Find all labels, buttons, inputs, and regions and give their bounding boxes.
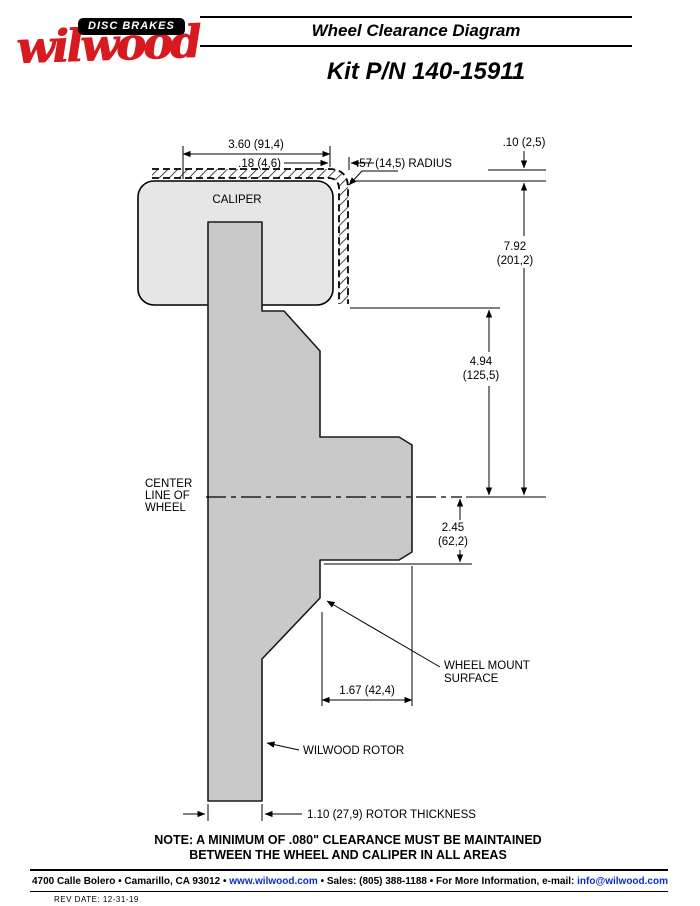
- disc-brakes-badge: DISC BRAKES: [78, 18, 185, 35]
- footer-rule-bottom: [30, 891, 668, 892]
- page-title: Wheel Clearance Diagram: [311, 21, 521, 40]
- dim-494-label-in: 4.94: [470, 356, 493, 368]
- dim-245-label-mm: (62,2): [438, 536, 468, 548]
- dim-110-label: 1.10 (27,9) ROTOR THICKNESS: [307, 809, 476, 821]
- rotor-leader: [266, 741, 300, 751]
- note-line-2: BETWEEN THE WHEEL AND CALIPER IN ALL ARE…: [189, 848, 507, 862]
- dim-018-label: .18 (4,6): [238, 158, 281, 170]
- footer-sales: • Sales: (805) 388-1188 • For More Infor…: [317, 876, 578, 887]
- rotor-hat-profile: [207, 221, 413, 802]
- rotor-label: WILWOOD ROTOR: [303, 745, 404, 757]
- wilwood-logo: DISC BRAKES wilwood: [15, 8, 208, 80]
- radius-label: .57 (14,5) RADIUS: [356, 158, 452, 170]
- dim-360-label: 3.60 (91,4): [228, 139, 284, 151]
- dim-245-label-in: 2.45: [442, 522, 464, 534]
- dim-167-label: 1.67 (42,4): [339, 685, 395, 697]
- rev-date: REV DATE: 12-31-19: [54, 895, 139, 904]
- wheel-mount-leader: [326, 600, 441, 668]
- centerline-label-2: LINE OF: [145, 490, 190, 502]
- header-rule-top: [200, 16, 632, 18]
- dim-792-label-in: 7.92: [504, 241, 526, 253]
- wheel-surface-outer-line: [152, 168, 349, 304]
- kit-part-number-title: Kit P/N 140-15911: [326, 58, 526, 85]
- centerline-label-1: CENTER: [145, 478, 192, 490]
- dim-494-label-mm: (125,5): [463, 370, 500, 382]
- wheel-surface-inner-line: [152, 177, 340, 304]
- footer-address: 4700 Calle Bolero • Camarillo, CA 93012 …: [32, 876, 230, 887]
- dim-792-label-mm: (201,2): [497, 255, 534, 267]
- note-line-1: NOTE: A MINIMUM OF .080" CLEARANCE MUST …: [154, 833, 541, 847]
- radius-leader: [348, 170, 398, 186]
- footer-website-link[interactable]: www.wilwood.com: [229, 876, 318, 887]
- centerline-label-3: WHEEL: [145, 502, 187, 514]
- footer-email-link[interactable]: info@wilwood.com: [577, 876, 668, 887]
- wheel-mount-label-1: WHEEL MOUNT: [444, 660, 530, 672]
- wheel-mount-label-2: SURFACE: [444, 673, 499, 685]
- footer-rule-top: [30, 869, 668, 871]
- caliper-label: CALIPER: [212, 194, 261, 206]
- footer-contact-line: 4700 Calle Bolero • Camarillo, CA 93012 …: [0, 876, 700, 887]
- dim-010-label: .10 (2,5): [503, 137, 546, 149]
- header-rule-bottom: [200, 45, 632, 47]
